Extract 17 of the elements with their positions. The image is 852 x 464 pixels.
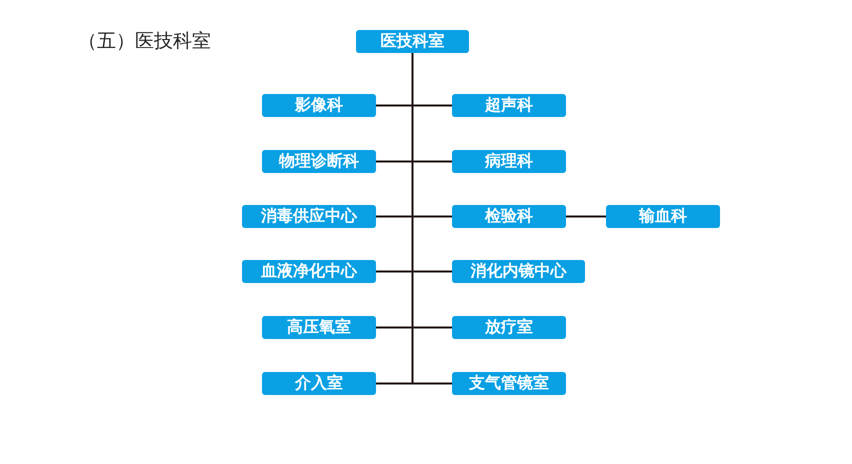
department-box: 介入室: [262, 372, 376, 395]
department-box: 检验科: [452, 205, 566, 228]
department-box: 高压氧室: [262, 316, 376, 339]
department-box: 支气管镜室: [452, 372, 566, 395]
department-box: 超声科: [452, 94, 566, 117]
connector-line: [412, 53, 452, 384]
department-box: 影像科: [262, 94, 376, 117]
department-box: 物理诊断科: [262, 150, 376, 173]
connector-line: [566, 216, 606, 218]
department-box: 放疗室: [452, 316, 566, 339]
department-box: 消化内镜中心: [452, 260, 585, 283]
department-box: 血液净化中心: [242, 260, 376, 283]
department-box: 医技科室: [356, 30, 469, 53]
department-box: 病理科: [452, 150, 566, 173]
department-box: 消毒供应中心: [242, 205, 376, 228]
title: （五）医技科室: [78, 29, 211, 54]
department-box: 输血科: [606, 205, 720, 228]
